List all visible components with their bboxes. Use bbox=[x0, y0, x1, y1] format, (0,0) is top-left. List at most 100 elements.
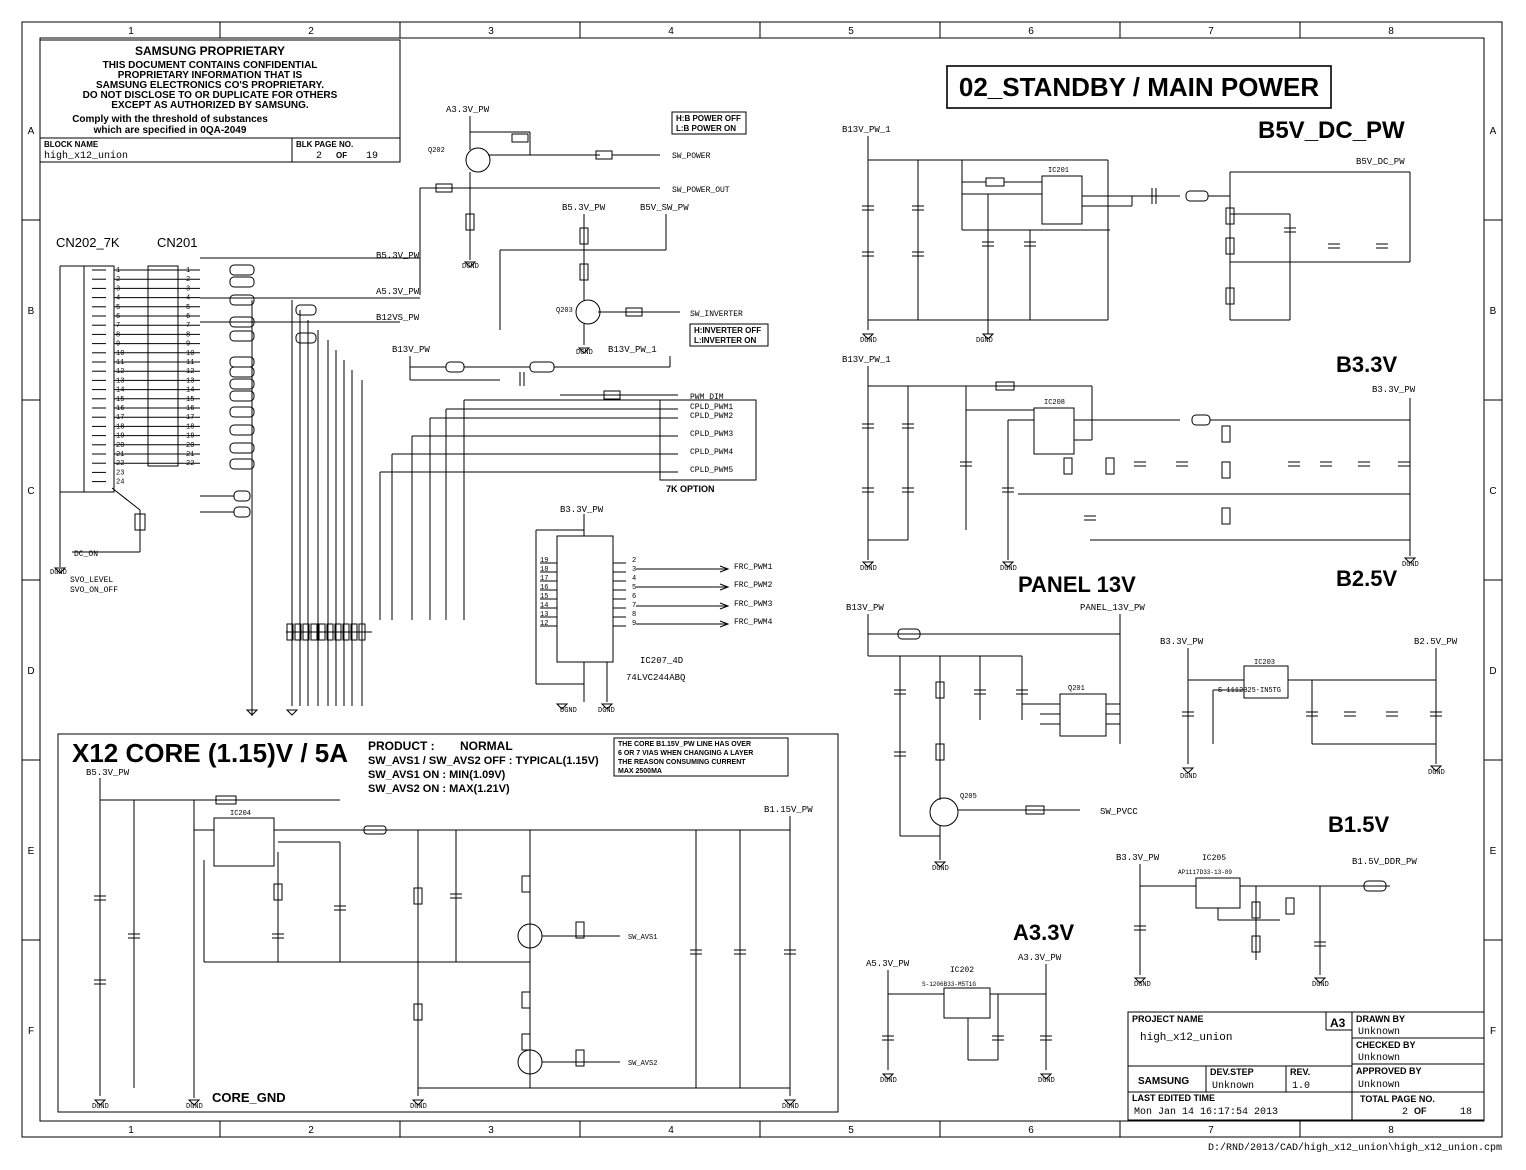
ic205-partno: AP1117D33-13-89 bbox=[1178, 869, 1232, 876]
ic202-body bbox=[943, 987, 991, 1019]
resistor bbox=[1221, 507, 1231, 525]
resistor bbox=[521, 1033, 531, 1051]
avs1-line: SW_AVS1 ON : MIN(1.09V) bbox=[368, 769, 506, 781]
project-name-value: high_x12_union bbox=[1140, 1032, 1232, 1044]
connector-area: CN202_7K CN201 DGND DC_ON SVO_LEVEL SVO_… bbox=[50, 235, 197, 595]
svo-onoff-label: SVO_ON_OFF bbox=[70, 586, 118, 595]
frc-arrow bbox=[719, 602, 730, 610]
ground-symbol bbox=[463, 261, 477, 268]
ground-symbol bbox=[1039, 1073, 1053, 1080]
cn201-pin-number: 14 bbox=[186, 387, 194, 395]
cn202-pin-number: 15 bbox=[116, 396, 124, 404]
ground-symbol bbox=[1429, 765, 1443, 772]
ferrite-bead bbox=[229, 390, 255, 402]
section-b5v: B5V_DC_PW bbox=[1258, 117, 1405, 144]
resistor bbox=[1221, 425, 1231, 443]
row-c-right: C bbox=[1489, 486, 1496, 497]
row-a-right: A bbox=[1490, 126, 1497, 137]
col-1-top: 1 bbox=[128, 26, 134, 37]
core-note-3: THE REASON CONSUMING CURRENT bbox=[618, 759, 746, 766]
core-block: X12 CORE (1.15)V / 5A PRODUCT : NORMAL S… bbox=[57, 733, 839, 1113]
cn202-pin-number: 10 bbox=[116, 350, 124, 358]
col-3-bottom: 3 bbox=[488, 1125, 494, 1136]
dgnd-ic207a: DGND bbox=[560, 707, 577, 715]
ground-symbol bbox=[881, 1073, 895, 1080]
dgnd-b15-b: DGND bbox=[1312, 981, 1329, 989]
cn202-pin-number: 9 bbox=[116, 341, 120, 349]
ferrite-bead bbox=[295, 332, 317, 344]
sw-avs1-net: SW_AVS1 bbox=[628, 934, 657, 942]
row-b-left: B bbox=[28, 306, 35, 317]
dgnd-cn: DGND bbox=[50, 569, 67, 577]
inverter-note-line-1: H:INVERTER OFF bbox=[694, 326, 761, 335]
product-value: NORMAL bbox=[460, 739, 513, 753]
last-edited-value: Mon Jan 14 16:17:54 2013 bbox=[1134, 1107, 1278, 1118]
cn201-pin-number: 18 bbox=[186, 423, 194, 431]
b15-out-net: B1.5V_DDR_PW bbox=[1352, 857, 1417, 867]
q203-symbol bbox=[575, 299, 601, 325]
cn201-pin-number: 19 bbox=[186, 433, 194, 441]
col-8-top: 8 bbox=[1388, 26, 1394, 37]
q203-label: Q203 bbox=[556, 307, 573, 315]
ground-symbol bbox=[93, 1099, 107, 1106]
svo-level-label: SVO_LEVEL bbox=[70, 576, 113, 585]
ground-symbol bbox=[1403, 557, 1417, 564]
frame-inner bbox=[39, 37, 1485, 1122]
ground-symbol bbox=[1001, 561, 1015, 568]
ic207-input-pin-number: 19 bbox=[540, 557, 548, 565]
resistor bbox=[935, 681, 945, 699]
b15-ldo: B3.3V_PW B1.5V_DDR_PW IC205 AP1117D33-13… bbox=[1116, 853, 1417, 989]
blk-page-value: 2 bbox=[316, 151, 322, 162]
rev-label: REV. bbox=[1290, 1067, 1310, 1077]
ic207-input-pin-number: 12 bbox=[540, 620, 548, 628]
cpld-pwm4-net: CPLD_PWM4 bbox=[690, 448, 733, 457]
power-note-line-1: H:B POWER OFF bbox=[676, 114, 741, 123]
resistor bbox=[521, 991, 531, 1009]
b13pw-panel: B13V_PW bbox=[846, 603, 884, 613]
l201-inductor bbox=[529, 361, 555, 373]
ground-symbol bbox=[1313, 977, 1327, 984]
cn202-body bbox=[83, 265, 115, 493]
switch-area: A3.3V_PW Q202 SW_POWER SW_POWER_OUT DGND… bbox=[419, 105, 769, 357]
ic207-input-pin-number: 18 bbox=[540, 566, 548, 574]
dgnd-a33-a: DGND bbox=[880, 1077, 897, 1085]
col-5-top: 5 bbox=[848, 26, 854, 37]
row-c-left: C bbox=[27, 486, 34, 497]
bd211-bead bbox=[1363, 880, 1387, 892]
ferrite-bead bbox=[229, 264, 255, 276]
ic203-partno: S-1112B25-IN5TG bbox=[1218, 687, 1281, 695]
cn202-pin-number: 19 bbox=[116, 433, 124, 441]
power-note-box bbox=[671, 111, 747, 135]
cn201-pin-number: 16 bbox=[186, 405, 194, 413]
r202-body bbox=[134, 513, 146, 531]
l202b-inductor bbox=[363, 825, 387, 835]
cn201-pin-number: 17 bbox=[186, 414, 194, 422]
ground-symbol bbox=[187, 1099, 201, 1106]
col-7-bottom: 7 bbox=[1208, 1125, 1214, 1136]
ferrite-bead bbox=[229, 406, 255, 418]
row-e-left: E bbox=[28, 846, 35, 857]
ic207-input-pin-number: 15 bbox=[540, 593, 548, 601]
cn202-pin-number: 3 bbox=[116, 285, 120, 293]
7k-option-box bbox=[659, 399, 757, 481]
panel-pw-net: PANEL_13V_PW bbox=[1080, 603, 1145, 613]
panel13v-block: B13V_PW PANEL_13V_PW Q201 Q205 SW_PVCC D… bbox=[846, 603, 1145, 873]
section-panel: PANEL 13V bbox=[1018, 572, 1136, 597]
ground-symbol bbox=[783, 1099, 797, 1106]
row-b-right: B bbox=[1490, 306, 1497, 317]
ic207-supply: B3.3V_PW bbox=[560, 505, 604, 515]
ic204-label: IC204 bbox=[230, 810, 251, 818]
b13-rail-label: B13V_PW bbox=[392, 345, 430, 355]
ic207-output-pin-number: 7 bbox=[632, 602, 636, 610]
b13pw1-mid: B13V_PW_1 bbox=[842, 355, 891, 365]
core-out-net: B1.15V_PW bbox=[764, 805, 813, 815]
cn202-pin-number: 8 bbox=[116, 331, 120, 339]
rev-value: 1.0 bbox=[1292, 1081, 1310, 1092]
cpld-pwm5-net: CPLD_PWM5 bbox=[690, 466, 733, 475]
b5pw-rail-label: B5.3V_PW bbox=[376, 251, 420, 261]
inverter-note-line-2: L:INVERTER ON bbox=[694, 336, 756, 345]
proprietary-notice: SAMSUNG PROPRIETARY THIS DOCUMENT CONTAI… bbox=[39, 39, 401, 163]
sheet-title-box: 02_STANDBY / MAIN POWER bbox=[946, 65, 1332, 109]
ground-symbol bbox=[411, 1099, 425, 1106]
dgnd-b5v-a: DGND bbox=[860, 337, 877, 345]
